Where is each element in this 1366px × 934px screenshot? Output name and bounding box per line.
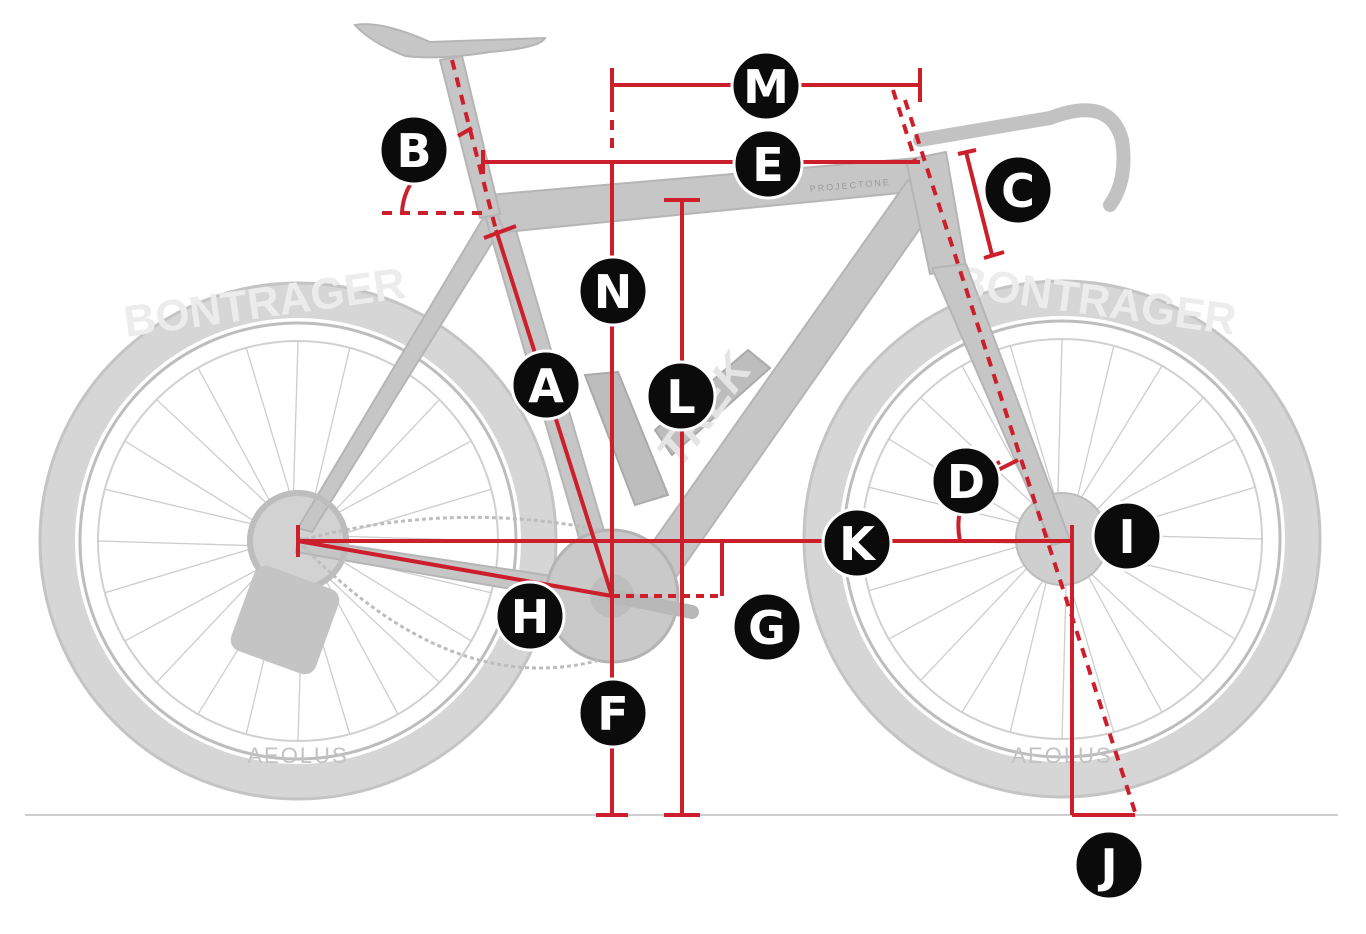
- label-A: A: [510, 349, 582, 421]
- spoke: [1083, 567, 1163, 713]
- label-M: M: [730, 50, 802, 122]
- spoke: [1089, 397, 1204, 518]
- spoke: [156, 565, 268, 683]
- spoke: [312, 347, 351, 505]
- spoke: [124, 564, 267, 642]
- spoke: [1075, 365, 1163, 507]
- bike-illustration: BONTRAGER AEOLUS BONTRAGER AEOLUS: [38, 23, 1322, 801]
- label-F-text: F: [597, 687, 628, 741]
- spoke: [1009, 345, 1058, 504]
- spoke: [334, 556, 472, 642]
- label-C-text: C: [1001, 164, 1035, 218]
- spoke: [1083, 566, 1204, 681]
- spoke: [97, 540, 259, 547]
- spoke: [104, 488, 262, 527]
- spoke: [197, 367, 275, 510]
- label-E-text: E: [752, 138, 783, 192]
- spoke: [888, 560, 1034, 640]
- spoke: [1057, 338, 1063, 504]
- spoke: [329, 440, 472, 518]
- spoke: [961, 571, 1049, 713]
- label-E: E: [732, 128, 804, 200]
- spoke: [1074, 345, 1115, 506]
- label-B: B: [378, 114, 450, 186]
- label-F: F: [577, 677, 649, 749]
- rear-rim-brand: AEOLUS: [247, 743, 348, 768]
- label-I: I: [1091, 500, 1163, 572]
- label-N: N: [577, 255, 649, 327]
- label-D: D: [930, 445, 1002, 517]
- label-K: K: [821, 507, 893, 579]
- label-B-text: B: [396, 124, 431, 178]
- label-C: C: [982, 154, 1054, 226]
- spoke: [104, 546, 259, 594]
- label-M-text: M: [743, 60, 789, 114]
- spoke: [124, 440, 262, 526]
- label-A-text: A: [528, 359, 564, 413]
- label-L-text: L: [666, 370, 695, 424]
- label-G-text: G: [748, 601, 786, 655]
- label-H-text: H: [511, 590, 550, 644]
- label-I-text: I: [1118, 510, 1135, 564]
- spoke: [868, 543, 1027, 592]
- saddle: [353, 23, 547, 59]
- spoke: [328, 399, 440, 517]
- label-N-text: N: [594, 265, 633, 319]
- spoke: [1009, 572, 1050, 733]
- spoke: [1066, 574, 1115, 733]
- label-H: H: [494, 580, 566, 652]
- cockpit: [913, 103, 1131, 212]
- label-J-text: J: [1097, 839, 1117, 893]
- label-J: J: [1073, 829, 1145, 901]
- label-L: L: [645, 360, 717, 432]
- spoke: [322, 571, 440, 683]
- spoke: [245, 347, 293, 502]
- spoke: [292, 340, 299, 502]
- spoke: [156, 399, 274, 511]
- front-rim-brand: AEOLUS: [1011, 743, 1112, 768]
- label-G: G: [731, 591, 803, 663]
- label-D-text: D: [947, 455, 985, 509]
- spoke: [920, 560, 1035, 681]
- label-K-text: K: [839, 517, 877, 571]
